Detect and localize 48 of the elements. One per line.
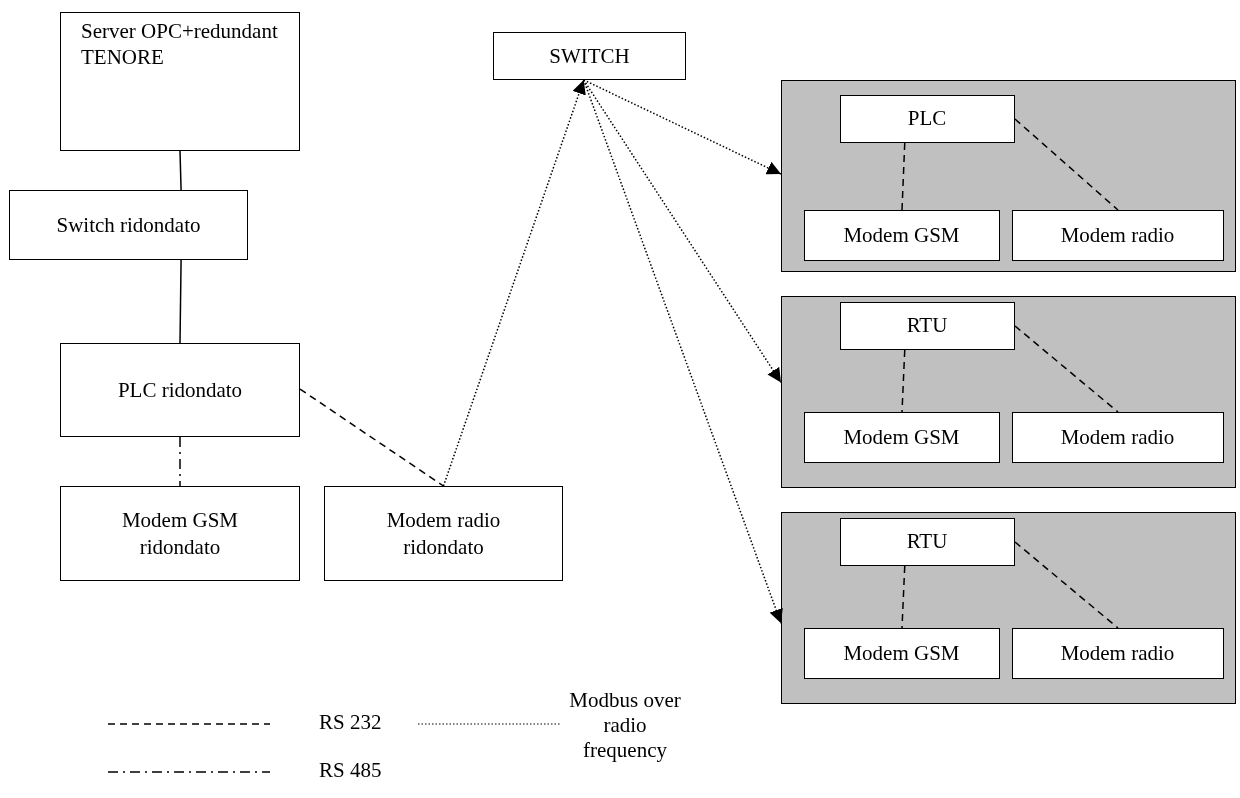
connector-line	[901, 142, 906, 211]
device-box	[1011, 209, 1224, 261]
device-box	[803, 627, 1000, 679]
box-label: Modem GSM	[843, 423, 960, 451]
connector-line	[901, 349, 906, 413]
box-label: Modem radio	[1060, 639, 1175, 667]
device-box	[60, 343, 300, 437]
arrow	[442, 79, 586, 487]
connector-line	[1014, 541, 1119, 629]
legend-label: RS 485	[319, 758, 383, 784]
connector-line	[901, 565, 906, 629]
box-label: PLC	[907, 105, 947, 132]
device-box	[839, 94, 1015, 143]
device-box	[803, 411, 1000, 463]
connector-line	[179, 259, 182, 344]
box-label: Modem radio ridondato	[385, 507, 502, 560]
legend-label: RS 232	[319, 710, 383, 736]
connector-line	[299, 388, 445, 487]
device-box	[1011, 627, 1224, 679]
station-panel	[781, 80, 1236, 272]
legend-label: Modbus over radio frequency	[568, 688, 682, 764]
box-label: Modem radio	[1060, 423, 1175, 451]
device-box	[1011, 411, 1224, 463]
device-box	[803, 209, 1000, 261]
device-box	[839, 301, 1015, 350]
station-panel	[781, 296, 1236, 488]
box-label: Server OPC+redundant TENORE	[81, 18, 279, 71]
device-box	[9, 190, 248, 260]
box-label: PLC ridondato	[117, 376, 243, 404]
station-panel	[781, 512, 1236, 704]
device-box	[493, 32, 686, 80]
box-label: Switch ridondato	[56, 211, 201, 239]
device-box	[324, 486, 563, 581]
connector-line	[1014, 118, 1119, 211]
connector-line	[179, 436, 181, 487]
connector-line	[1014, 325, 1119, 413]
box-label: RTU	[906, 312, 948, 339]
device-box	[839, 517, 1015, 566]
box-label: Modem GSM	[843, 221, 960, 249]
box-label: Modem radio	[1060, 221, 1175, 249]
box-label: RTU	[906, 528, 948, 555]
connector-line	[179, 150, 182, 191]
box-label: Modem GSM	[843, 639, 960, 667]
box-label: Modem GSM ridondato	[120, 507, 240, 560]
device-box	[60, 486, 300, 581]
box-label: SWITCH	[549, 42, 630, 70]
arrow	[582, 79, 783, 625]
device-box	[60, 12, 300, 151]
